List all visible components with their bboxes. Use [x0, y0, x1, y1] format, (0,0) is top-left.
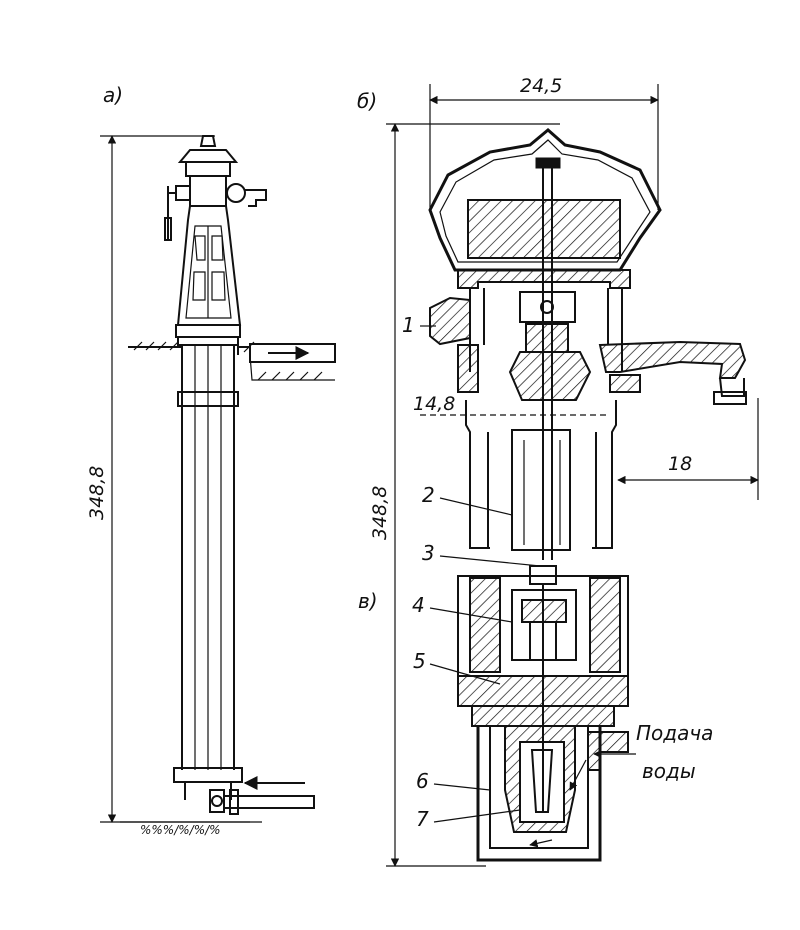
- callout-2: 2: [422, 483, 435, 507]
- spout-height-dimension: 14,8: [413, 393, 455, 415]
- callout-3: 3: [422, 541, 435, 565]
- width-dimension: 24,5: [520, 75, 562, 97]
- panel-b-section-view: б) 24,5 348,8 1: [357, 75, 759, 867]
- ground-hatch-symbol: %%%/%/%/%: [140, 823, 221, 837]
- upper-flange: [177, 391, 239, 407]
- panel-a-external-view: а) 348,8: [86, 83, 336, 837]
- panel-c-label: в): [358, 589, 378, 613]
- panel-c-valve-section: в) 4 5 6 7 Подача в: [358, 565, 713, 862]
- callout-5: 5: [413, 649, 426, 673]
- water-supply-label-line1: Подача: [636, 721, 713, 745]
- callout-4: 4: [412, 593, 425, 617]
- water-supply-label-line2: воды: [642, 759, 696, 783]
- lower-flange: [173, 767, 243, 783]
- callout-1: 1: [402, 313, 415, 337]
- panel-b-label: б): [357, 89, 377, 113]
- callout-6: 6: [416, 769, 429, 793]
- spout-reach-dimension: 18: [668, 453, 692, 475]
- panel-a-label: а): [103, 83, 123, 107]
- height-dimension-a: 348,8: [86, 466, 108, 520]
- height-dimension-b: 348,8: [369, 486, 391, 540]
- callout-7: 7: [416, 807, 429, 831]
